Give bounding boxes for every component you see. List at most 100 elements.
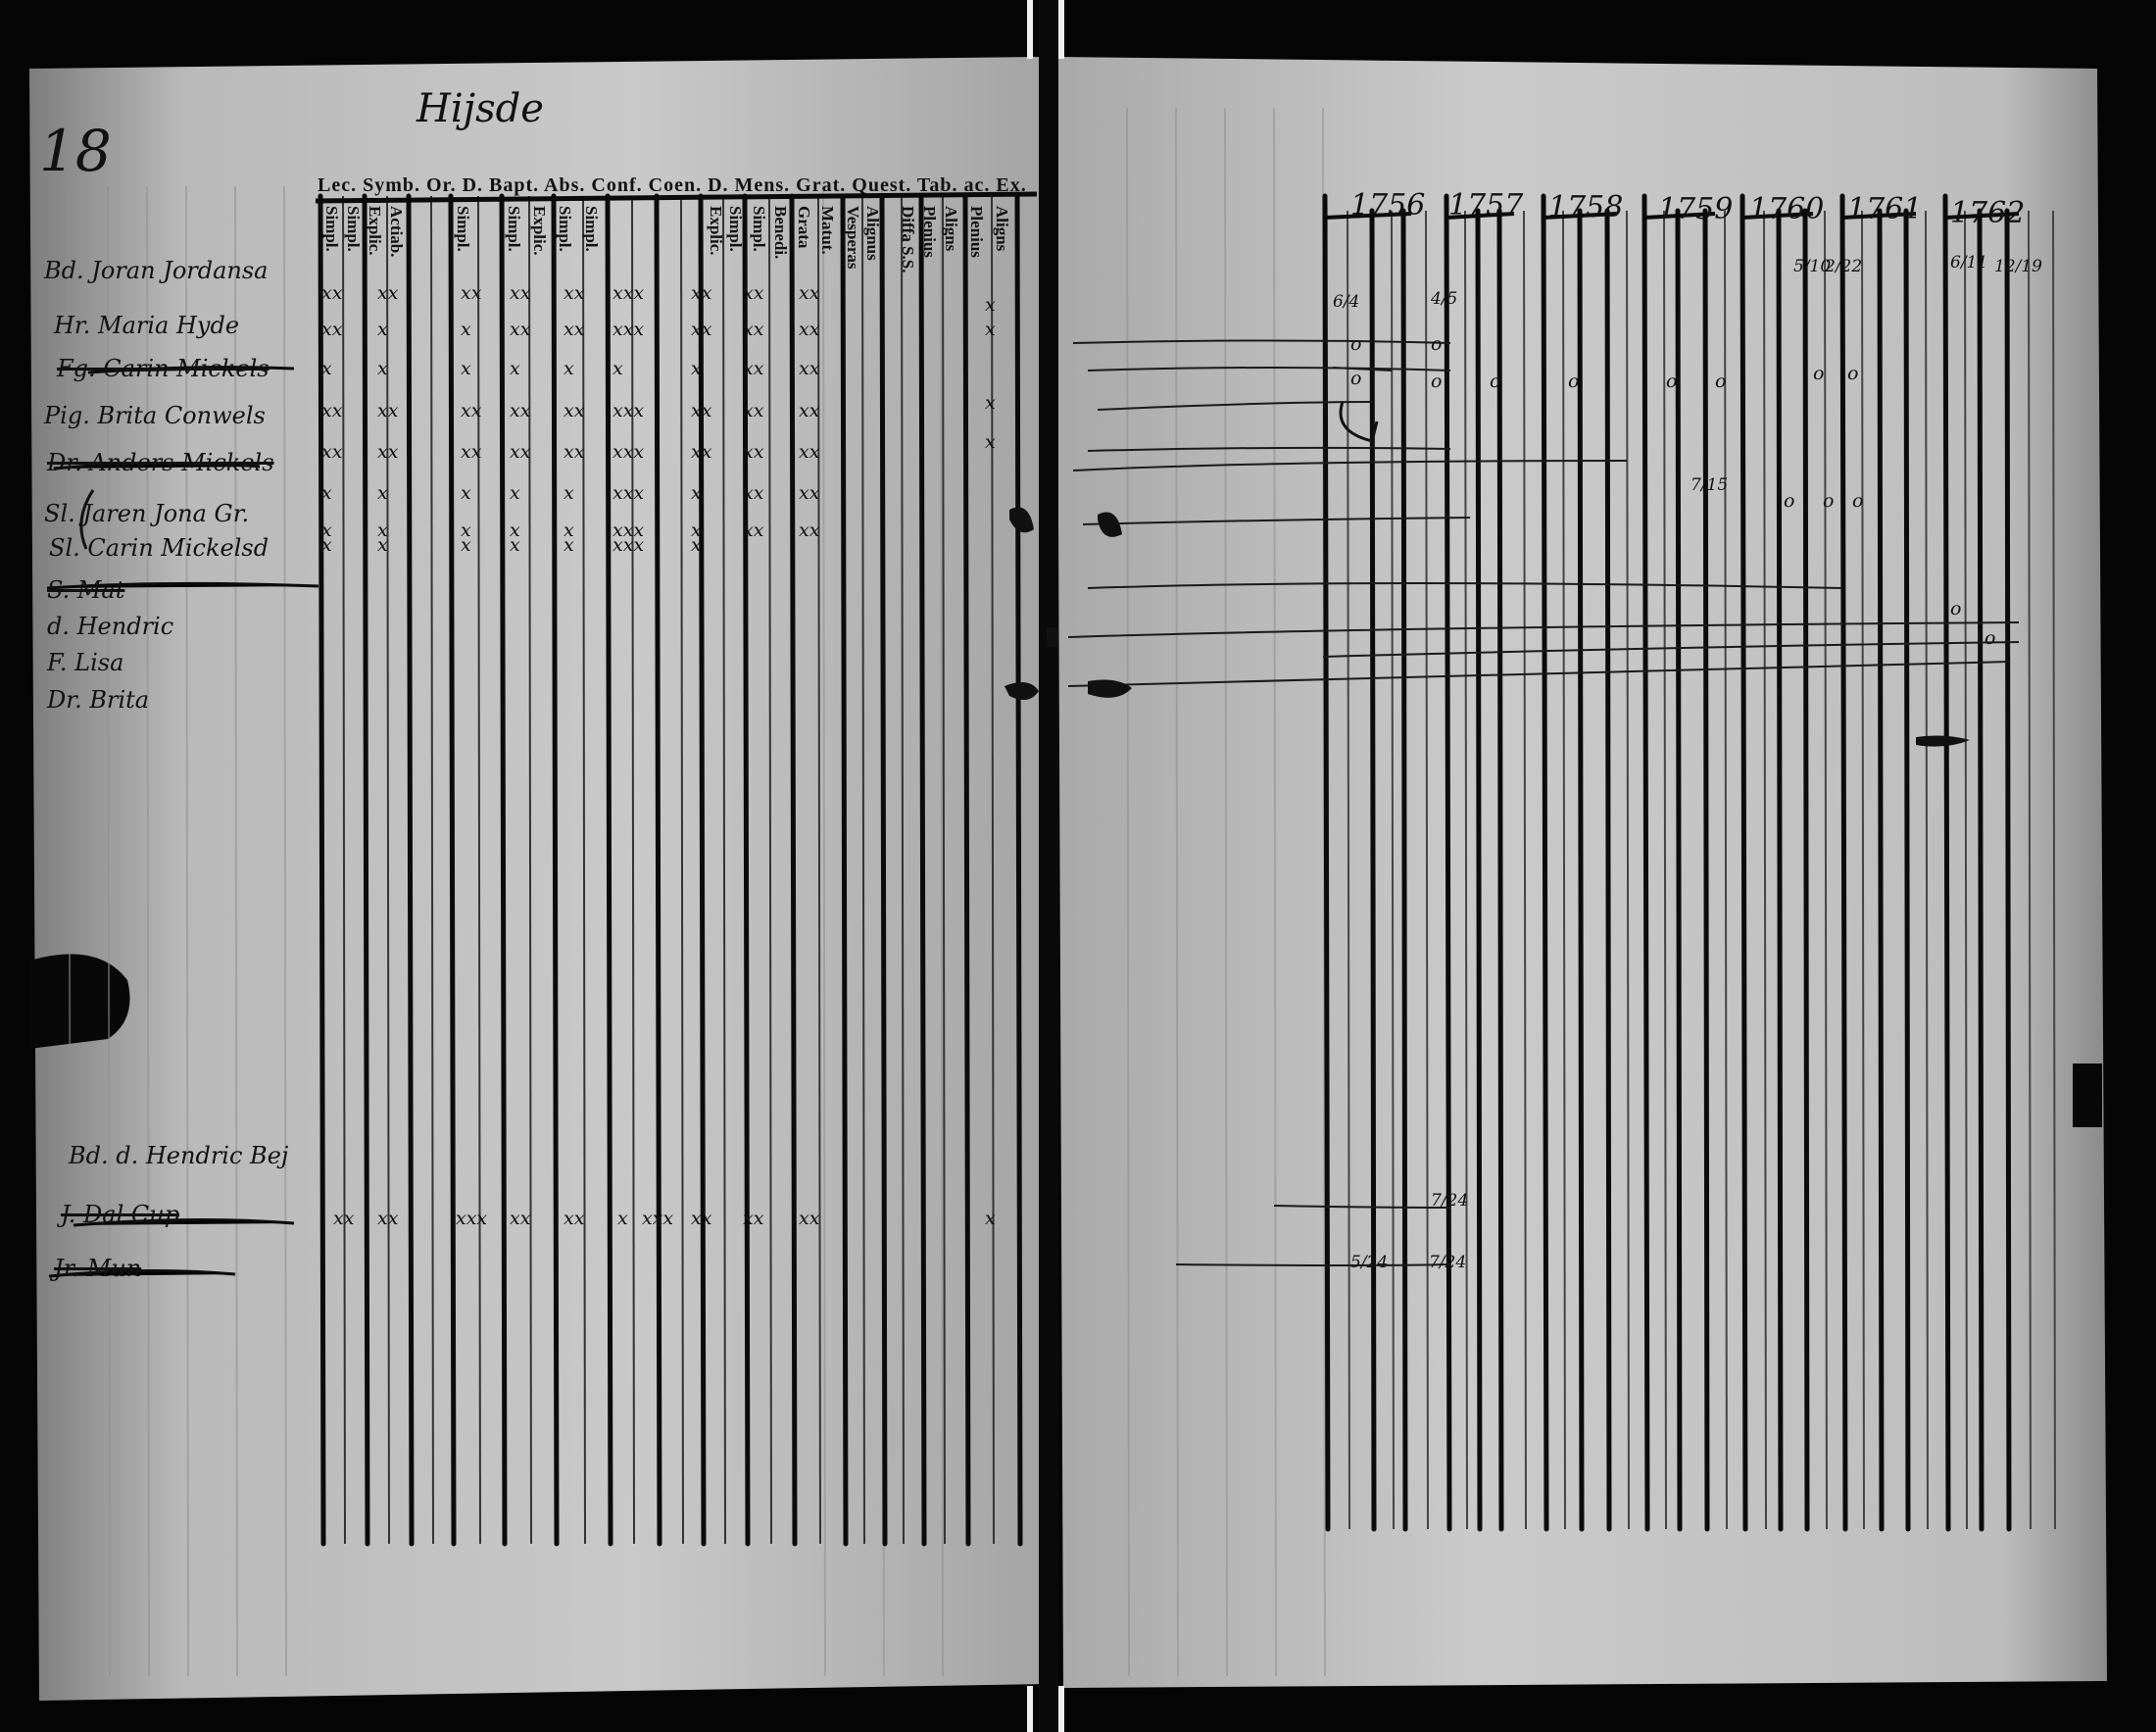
fraction: 7/15	[1690, 475, 1729, 495]
mark: x	[377, 358, 388, 379]
mark: o	[1784, 490, 1795, 512]
mark: xx	[564, 441, 585, 463]
mark: xx	[321, 400, 343, 421]
column-header: Simpl.	[582, 206, 601, 252]
mark: xx	[743, 1208, 764, 1229]
mark: o	[1950, 598, 1962, 619]
column-header: Explic.	[366, 206, 384, 256]
mark: xx	[799, 441, 820, 463]
year-label: 1759	[1658, 192, 1734, 226]
mark: xx	[377, 282, 399, 304]
fraction: 5/10	[1793, 257, 1832, 276]
mark: xx	[743, 482, 764, 504]
fraction: 12/19	[1994, 257, 2042, 276]
fraction: 2/22	[1825, 257, 1863, 276]
mark: xx	[564, 319, 585, 340]
mark: xx	[377, 1208, 399, 1229]
mark: o	[1847, 363, 1859, 384]
year-label: 1760	[1749, 192, 1825, 226]
mark: xx	[799, 1208, 820, 1229]
mark: x	[321, 534, 332, 556]
mark: xx	[691, 282, 712, 304]
mark: x	[510, 358, 520, 379]
mark: xxx	[612, 400, 645, 421]
mark: xx	[691, 400, 712, 421]
mark: xx	[461, 282, 482, 304]
mark: xx	[799, 358, 820, 379]
village-name: Hijsde	[416, 86, 544, 131]
person-entry: S. Mat	[47, 576, 125, 604]
person-entry: Dr. Brita	[47, 686, 150, 714]
mark: xx	[799, 319, 820, 340]
mark: x	[510, 482, 520, 504]
fraction: 7/24	[1429, 1253, 1467, 1272]
person-entry: d. Hendric	[47, 613, 174, 640]
person-entry: Pig. Brita Conwels	[44, 402, 266, 429]
column-header: Simpl.	[505, 206, 523, 252]
mark: x	[564, 520, 574, 541]
mark: x	[691, 358, 702, 379]
mark: x	[321, 482, 332, 504]
column-header: Aligns	[993, 206, 1011, 252]
column-header: Grata	[795, 206, 813, 249]
page-number: 18	[39, 118, 112, 184]
fraction: 6/11	[1950, 253, 1988, 272]
column-header: Simpl.	[454, 206, 472, 252]
mark: o	[1490, 371, 1501, 392]
person-entry: Jr. Mun	[54, 1255, 142, 1282]
mark: xx	[743, 441, 764, 463]
column-header: Alignus	[863, 206, 882, 261]
year-label: 1757	[1448, 188, 1524, 223]
mark: o	[1813, 363, 1825, 384]
mark: x	[510, 520, 520, 541]
column-header: Aligns	[942, 206, 960, 252]
mark: x	[321, 520, 332, 541]
mark: x	[564, 482, 574, 504]
person-entry: Fg. Carin Mickels	[57, 355, 270, 382]
header-top-row: Lec. Symb. Or. D. Bapt. Abs. Conf. Coen.…	[318, 174, 1027, 196]
mark: x	[691, 482, 702, 504]
mark: o	[1823, 490, 1835, 512]
column-header: Plenius	[920, 206, 939, 258]
mark: x	[510, 534, 520, 556]
column-header: Simpl.	[750, 206, 768, 252]
mark: xx	[333, 1208, 355, 1229]
mark: xx	[564, 1208, 585, 1229]
person-entry: Bd. Joran Jordansa	[44, 257, 269, 284]
column-header: Explic.	[530, 206, 549, 256]
mark: x	[617, 1208, 628, 1229]
clip-shape	[29, 954, 130, 1049]
column-header: Simpl.	[726, 206, 745, 252]
mark: xxx	[612, 520, 645, 541]
fraction: 6/4	[1333, 292, 1360, 312]
person-entry: Sl. Carin Mickelsd	[49, 534, 270, 562]
mark: xx	[321, 441, 343, 463]
left-page	[29, 57, 1047, 1701]
mark: xx	[510, 400, 531, 421]
mark: xx	[799, 520, 820, 541]
mark: o	[1431, 371, 1443, 392]
mark: xx	[799, 400, 820, 421]
mark: x	[985, 431, 996, 453]
column-header: Simpl.	[322, 206, 341, 252]
mark: xx	[743, 319, 764, 340]
mark: xxx	[612, 282, 645, 304]
mark: xxx	[642, 1208, 674, 1229]
year-label: 1758	[1548, 190, 1624, 224]
year-label: 1756	[1350, 188, 1426, 223]
mark: o	[1715, 371, 1727, 392]
mark: xx	[743, 520, 764, 541]
column-header: Actiab.	[387, 206, 406, 258]
mark: xx	[743, 282, 764, 304]
mark: o	[1852, 490, 1864, 512]
mark: xx	[321, 319, 343, 340]
year-label: 1762	[1950, 196, 2026, 230]
mark: x	[985, 1208, 996, 1229]
mark: xx	[799, 282, 820, 304]
mark: xx	[691, 319, 712, 340]
mark: x	[691, 520, 702, 541]
mark: x	[564, 534, 574, 556]
mark: xx	[743, 358, 764, 379]
mark: xxx	[612, 534, 645, 556]
person-entry: J. Dal Cup	[61, 1201, 180, 1228]
